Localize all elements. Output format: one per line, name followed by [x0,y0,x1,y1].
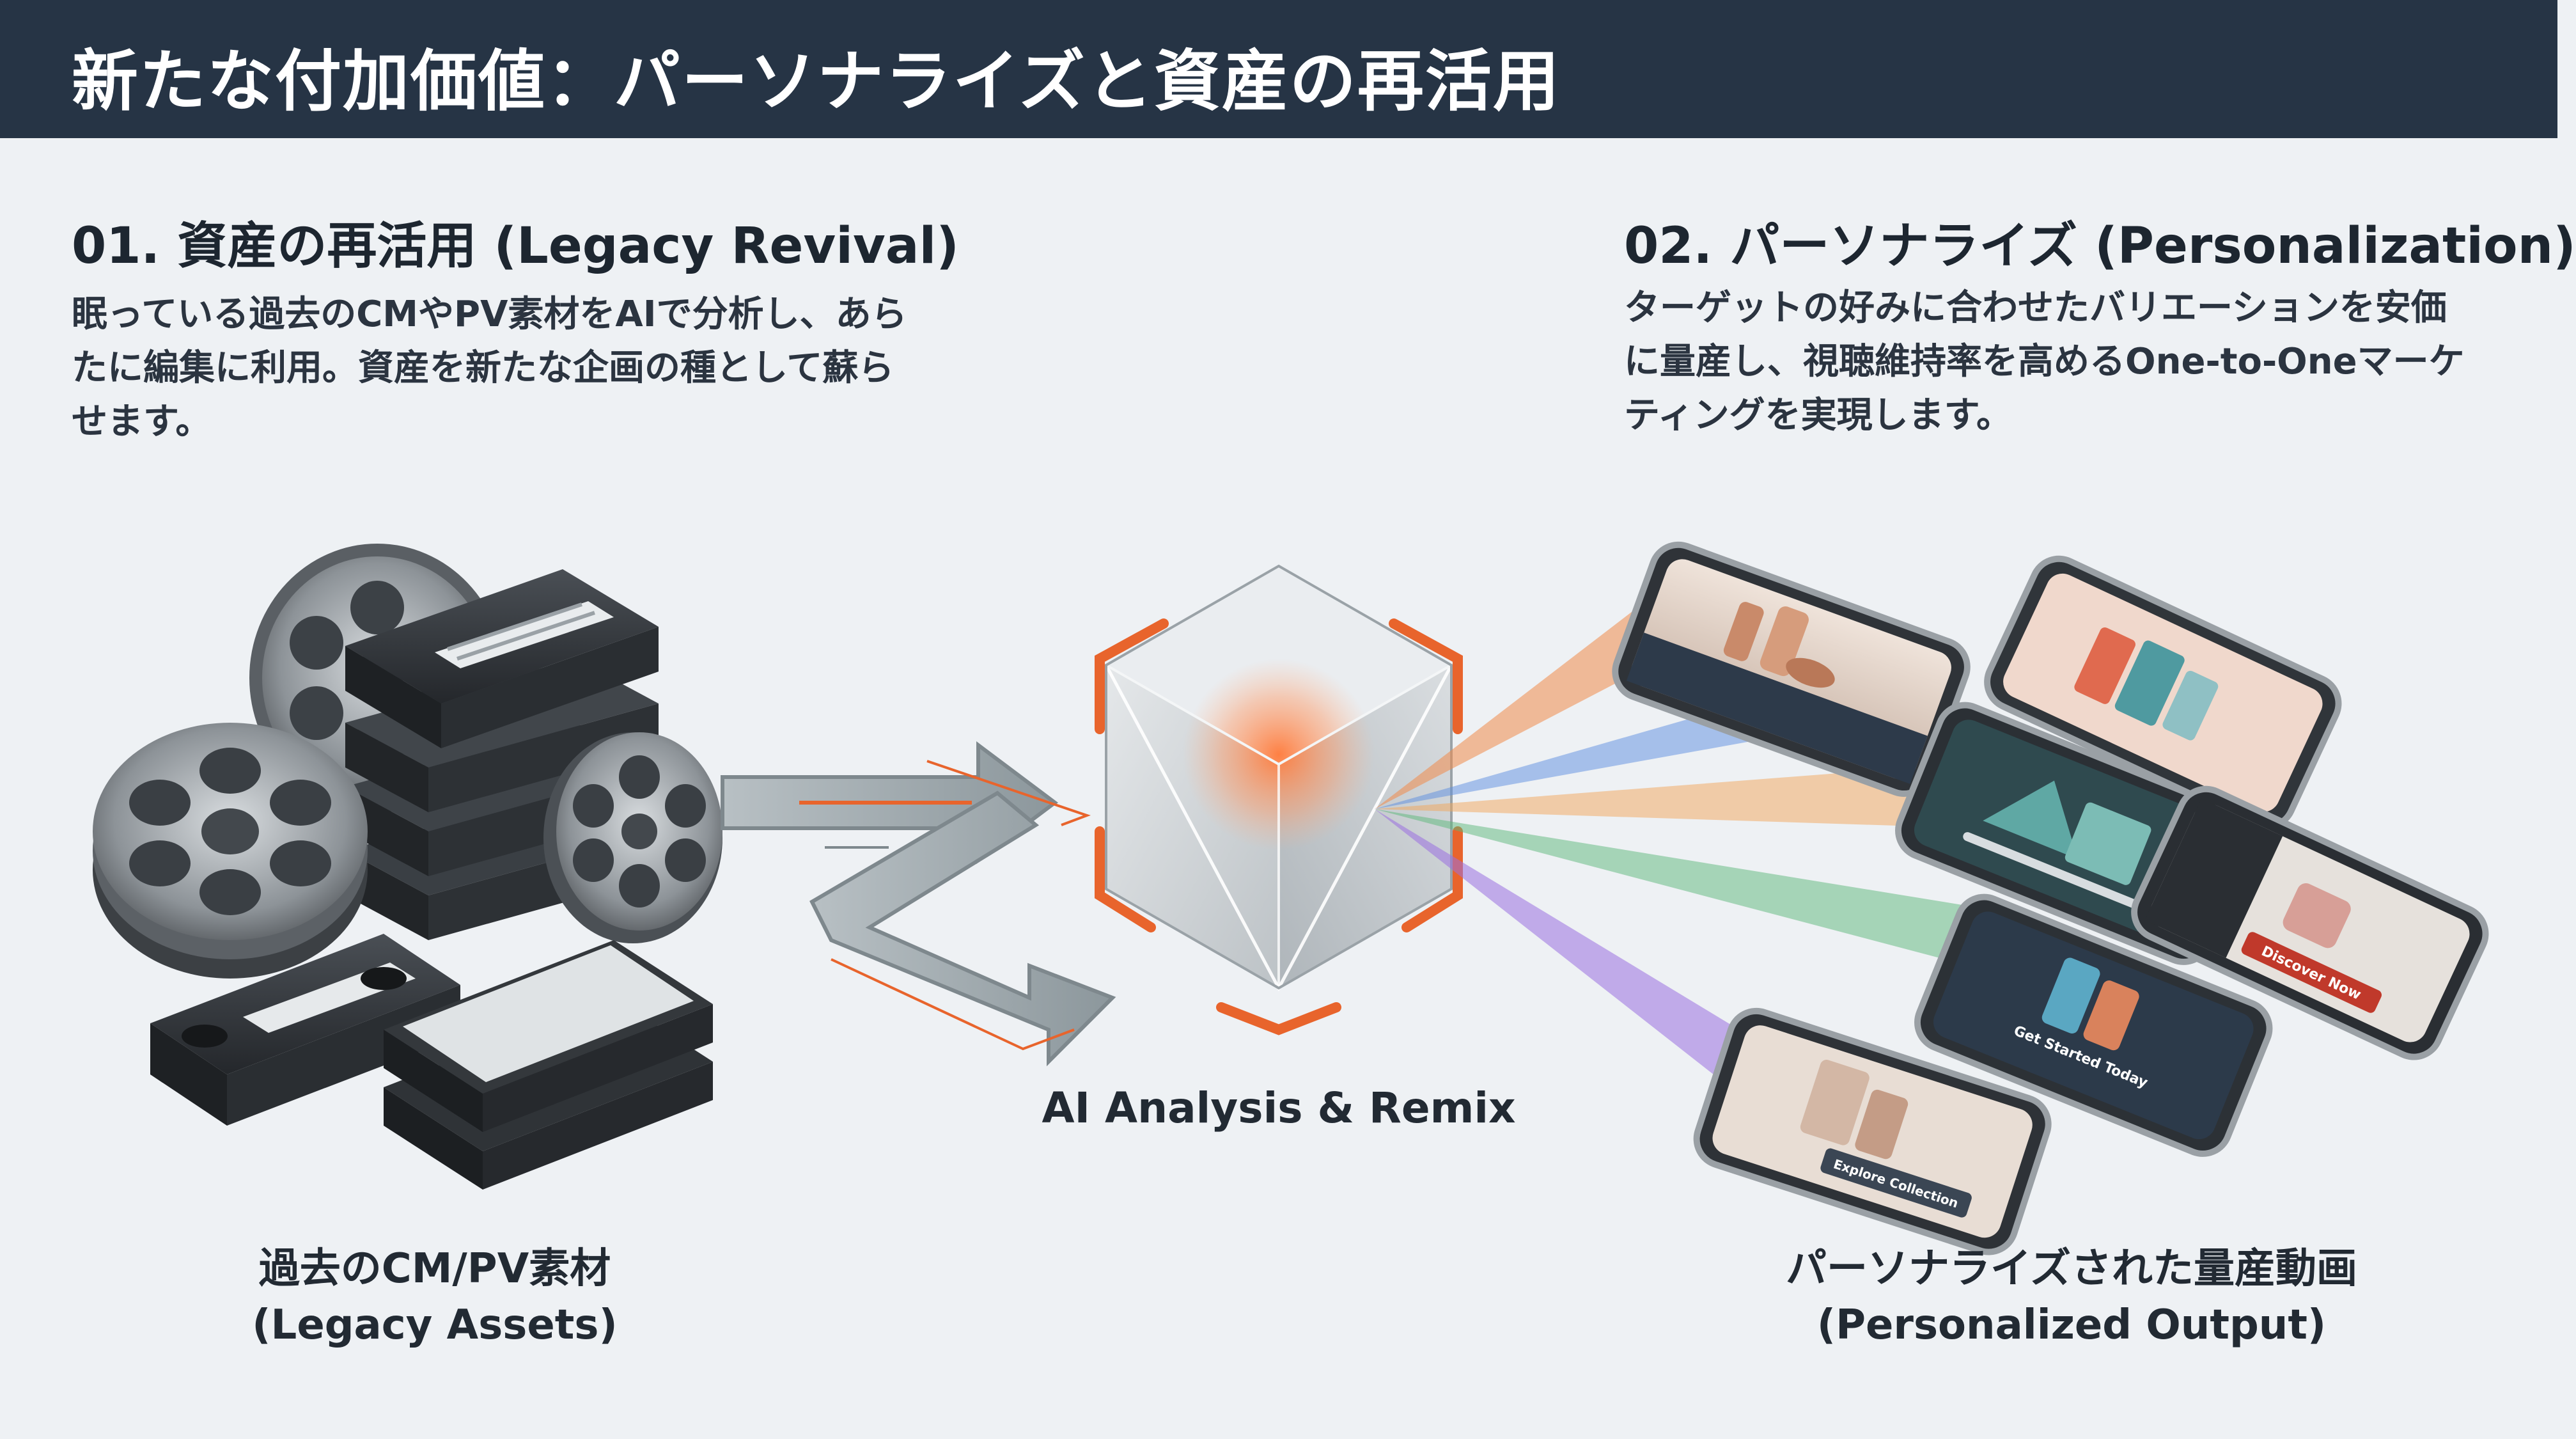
left-caption-line: (Legacy Assets) [252,1301,618,1349]
phone-device-icon [1984,555,2342,830]
right-body-line: ターゲットの好みに合わせたバリエーションを安価 [1624,287,2447,329]
left-section-heading: 01. 資産の再活用 (Legacy Revival) [72,217,959,275]
ai-cube-icon [1095,564,1463,1035]
phone-device-icon: Get Started Today [1914,893,2273,1157]
right-body-line: に量産し、視聴維持率を高めるOne-to-Oneマーケ [1624,341,2465,382]
left-body-line: せます。 [72,401,212,443]
phone-device-icon [1612,541,1971,797]
input-arrow-icon [721,741,1116,1067]
page-title: 新たな付加価値：パーソナライズと資産の再活用 [72,42,1561,120]
beam-purple [1375,809,1739,1074]
vhs-tape-icon [150,934,460,1126]
left-body-line: 眠っている過去のCMやPV素材をAIで分析し、あら [72,294,907,335]
right-body-line: ティングを実現します。 [1624,395,2013,436]
right-caption-line: パーソナライズされた量産動画 [1785,1245,2358,1293]
phone-device-icon: Discover Now [2131,785,2489,1060]
left-caption: 過去のCM/PV素材 (Legacy Assets) [211,1241,659,1353]
film-reel-icon [93,723,368,979]
beam-orange [1375,588,1675,809]
beam-green [1375,809,1982,966]
left-body-line: たに編集に利用。資産を新たな企画の種として蘇ら [72,347,894,389]
right-caption-line: (Personalized Output) [1816,1301,2327,1349]
right-section-body: ターゲットの好みに合わせたバリエーションを安価 に量産し、視聴維持率を高めるOn… [1624,281,2532,443]
center-label: AI Analysis & Remix [1042,1083,1515,1133]
film-reel-icon [543,732,722,943]
phone-device-icon: Explore Collection [1693,1007,2052,1255]
left-section-body: 眠っている過去のCMやPV素材をAIで分析し、あら たに編集に利用。資産を新たな… [72,288,980,449]
legacy-media-pile-icon [93,544,722,1190]
left-caption-line: 過去のCM/PV素材 [258,1245,611,1293]
right-caption: パーソナライズされた量産動画 (Personalized Output) [1701,1241,2442,1353]
right-section-heading: 02. パーソナライズ (Personalization) [1624,217,2576,275]
vhs-case-icon [384,940,713,1190]
title-bar: 新たな付加価値：パーソナライズと資産の再活用 [0,0,2557,138]
